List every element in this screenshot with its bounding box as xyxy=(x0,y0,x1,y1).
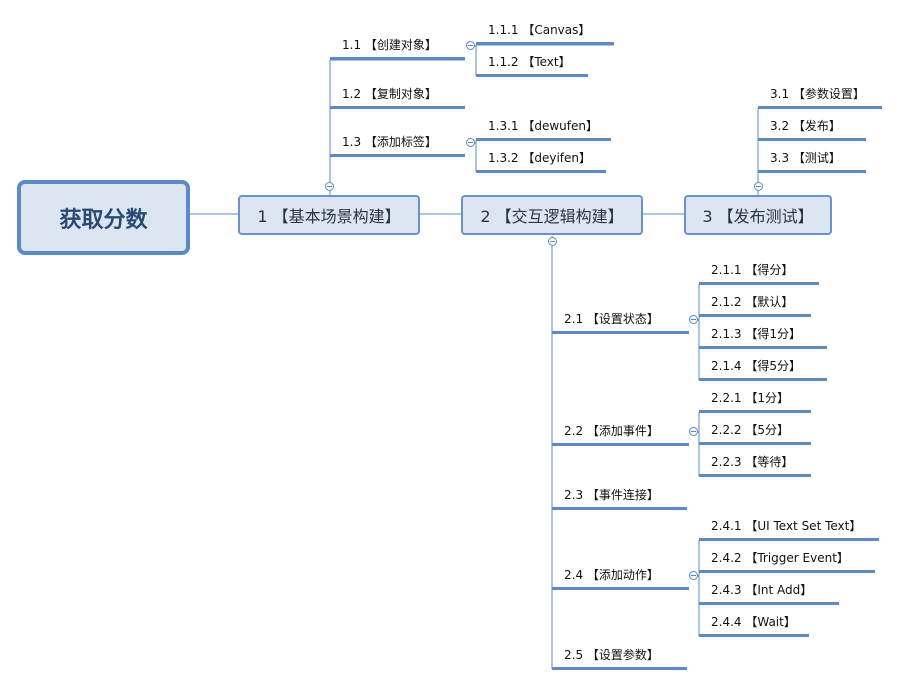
node-3-1[interactable]: 3.1 【参数设置】 xyxy=(758,81,882,109)
node-2-1-2[interactable]: 2.1.2 【默认】 xyxy=(699,289,811,317)
collapse-toggle-2-4[interactable] xyxy=(689,571,698,580)
node-1-1[interactable]: 1.1 【创建对象】 xyxy=(330,32,465,60)
node-2-2-3[interactable]: 2.2.3 【等待】 xyxy=(699,449,811,477)
branch-1-node[interactable]: 1 【基本场景构建】 xyxy=(238,195,420,235)
node-2-2[interactable]: 2.2 【添加事件】 xyxy=(552,418,689,446)
node-2-1-3[interactable]: 2.1.3 【得1分】 xyxy=(699,321,827,349)
branch-3-node[interactable]: 3 【发布测试】 xyxy=(684,195,832,235)
collapse-toggle-branch-1[interactable] xyxy=(325,182,334,191)
node-2-1-4[interactable]: 2.1.4 【得5分】 xyxy=(699,353,827,381)
collapse-toggle-2-1[interactable] xyxy=(689,315,698,324)
collapse-toggle-branch-2[interactable] xyxy=(548,237,557,246)
node-2-2-2[interactable]: 2.2.2 【5分】 xyxy=(699,417,811,445)
node-3-3[interactable]: 3.3 【测试】 xyxy=(758,145,866,173)
collapse-toggle-1-3[interactable] xyxy=(466,138,475,147)
node-2-4-3[interactable]: 2.4.3 【Int Add】 xyxy=(699,577,839,605)
node-2-3[interactable]: 2.3 【事件连接】 xyxy=(552,482,687,510)
node-1-3-2[interactable]: 1.3.2 【deyifen】 xyxy=(476,145,606,173)
branch-2-node[interactable]: 2 【交互逻辑构建】 xyxy=(461,195,643,235)
collapse-toggle-branch-3[interactable] xyxy=(754,182,763,191)
node-1-1-1[interactable]: 1.1.1 【Canvas】 xyxy=(476,17,614,45)
collapse-toggle-1-1[interactable] xyxy=(466,41,475,50)
node-1-2[interactable]: 1.2 【复制对象】 xyxy=(330,81,465,109)
node-2-4-2[interactable]: 2.4.2 【Trigger Event】 xyxy=(699,545,875,573)
node-1-1-2[interactable]: 1.1.2 【Text】 xyxy=(476,49,588,77)
node-2-5[interactable]: 2.5 【设置参数】 xyxy=(552,642,687,670)
node-2-4-1[interactable]: 2.4.1 【UI Text Set Text】 xyxy=(699,513,879,541)
node-2-4-4[interactable]: 2.4.4 【Wait】 xyxy=(699,609,809,637)
collapse-toggle-2-2[interactable] xyxy=(689,427,698,436)
node-1-3[interactable]: 1.3 【添加标签】 xyxy=(330,129,465,157)
root-node[interactable]: 获取分数 xyxy=(17,180,190,255)
node-2-4[interactable]: 2.4 【添加动作】 xyxy=(552,562,689,590)
node-2-1-1[interactable]: 2.1.1 【得分】 xyxy=(699,257,819,285)
node-2-1[interactable]: 2.1 【设置状态】 xyxy=(552,306,689,334)
node-2-2-1[interactable]: 2.2.1 【1分】 xyxy=(699,385,811,413)
node-1-3-1[interactable]: 1.3.1 【dewufen】 xyxy=(476,113,611,141)
node-3-2[interactable]: 3.2 【发布】 xyxy=(758,113,866,141)
